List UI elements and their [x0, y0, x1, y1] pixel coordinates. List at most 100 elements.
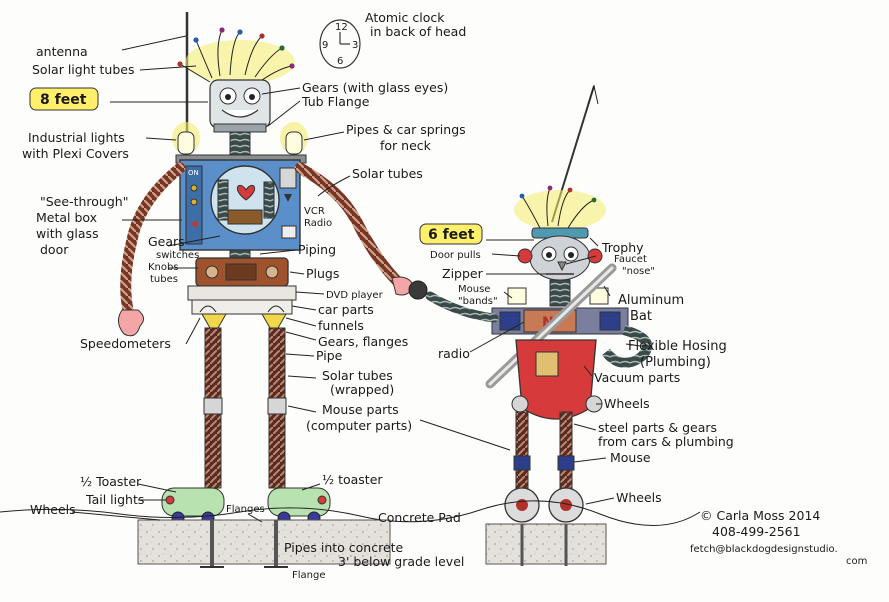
tall-right-arm	[294, 162, 404, 288]
label-see-through: "See-through"	[40, 194, 128, 209]
credit-email: fetch@blackdogdesignstudio.	[690, 544, 838, 555]
label-mouse-bands-2: "bands"	[458, 296, 498, 307]
label-door: door	[40, 242, 69, 257]
short-head-wires	[514, 185, 606, 230]
tall-neck-springs	[229, 131, 251, 157]
label-half-toaster-left: ½ Toaster	[80, 474, 142, 489]
tall-left-hand	[118, 309, 144, 337]
label-gears: Gears	[148, 234, 185, 249]
tall-smile	[221, 109, 259, 118]
label-solar-tubes-wrapped-1: Solar tubes	[322, 368, 393, 383]
concrete-pad-tall	[137, 519, 391, 565]
mouse-right	[557, 455, 575, 471]
label-pipe: Pipe	[316, 348, 343, 363]
label-faucet: Faucet	[614, 254, 647, 265]
label-industrial-lights: Industrial lights	[28, 130, 125, 145]
clock-label-line2: in back of head	[370, 24, 466, 39]
label-knobs: Knobs	[148, 262, 179, 273]
label-plugs: Plugs	[306, 266, 339, 281]
label-pipes-car-springs: Pipes & car springs	[346, 122, 466, 137]
short-left-arm	[425, 291, 499, 323]
heart-icon	[236, 185, 256, 201]
label-plexi-covers: with Plexi Covers	[22, 146, 129, 161]
speedometer-panel	[191, 299, 293, 315]
label-concrete-pad: Concrete Pad	[378, 510, 461, 525]
clock-digit-12: 12	[335, 22, 348, 33]
tub-flange	[213, 123, 267, 133]
credit-phone: 408-499-2561	[712, 524, 801, 539]
label-tub-flange: Tub Flange	[301, 94, 370, 109]
label-wheels-bottom: Wheels	[616, 490, 662, 505]
short-right-leg	[559, 411, 573, 489]
label-nose: "nose"	[622, 266, 655, 277]
label-funnels: funnels	[318, 318, 364, 333]
label-for-neck: for neck	[380, 138, 432, 153]
label-cars-plumbing: from cars & plumbing	[598, 434, 734, 449]
hip-wheel-left	[511, 395, 529, 413]
label-metal-box: Metal box	[36, 210, 97, 225]
label-trophy: Trophy	[601, 240, 644, 255]
height-tag-8-feet: 8 feet	[29, 87, 99, 111]
half-toaster-left	[161, 487, 225, 517]
label-wheels-mid: Wheels	[604, 396, 650, 411]
label-flange-bottom: Flange	[292, 570, 326, 581]
label-gears-flanges: Gears, flanges	[318, 334, 408, 349]
mouse-left	[513, 455, 531, 471]
short-left-leg	[515, 411, 529, 489]
label-steel-parts: steel parts & gears	[598, 420, 717, 435]
height-tag-6-feet: 6 feet	[419, 223, 483, 245]
label-tubes: tubes	[150, 274, 178, 285]
ground-line	[0, 500, 701, 526]
label-radio-tall: Radio	[304, 218, 332, 229]
label-gears-glass-eyes: Gears (with glass eyes)	[302, 80, 448, 95]
label-mouse: Mouse	[610, 450, 651, 465]
label-radio-short: radio	[438, 346, 470, 361]
tall-left-arm	[120, 162, 186, 316]
panel-on-label: ON	[188, 169, 199, 177]
label-aluminum: Aluminum	[618, 293, 684, 308]
tall-head-wires	[177, 27, 295, 84]
label-door-pulls: Door pulls	[430, 250, 481, 261]
label-half-toaster-right: ½ toaster	[322, 472, 383, 487]
clock-digit-3: 3	[352, 40, 358, 51]
door-pull-left	[517, 248, 533, 264]
label-car-parts: car parts	[318, 302, 374, 317]
label-computer-parts: (computer parts)	[306, 418, 412, 433]
label-below-grade: 3' below grade level	[338, 554, 464, 569]
clock-label-line1: Atomic clock	[365, 10, 445, 25]
label-solar-tubes: Solar tubes	[352, 166, 423, 181]
height-tag-6-feet-text: 6 feet	[428, 227, 475, 243]
concrete-pad-short	[485, 523, 607, 565]
tall-head	[209, 79, 271, 129]
label-zipper: Zipper	[442, 266, 484, 281]
label-pipes-into-concrete: Pipes into concrete	[284, 540, 404, 555]
tail-light-right	[317, 495, 327, 505]
label-speedometers: Speedometers	[80, 336, 171, 351]
flexible-hosing	[602, 325, 653, 368]
label-vcr: VCR	[304, 206, 325, 217]
funnel-left	[201, 313, 227, 329]
industrial-light-left	[177, 131, 195, 155]
height-tag-8-feet-text: 8 feet	[40, 92, 87, 108]
credit-email-tld: com	[846, 556, 867, 567]
label-with-glass: with glass	[36, 226, 99, 241]
label-mouse-bands-1: Mouse	[458, 284, 490, 295]
label-vacuum-parts: Vacuum parts	[594, 370, 680, 385]
credit-copyright: © Carla Moss 2014	[700, 508, 820, 523]
vcr-radio-panel	[279, 167, 297, 189]
clock-digit-6: 6	[337, 56, 343, 67]
faucet-nose	[557, 261, 567, 272]
label-switches: switches	[156, 250, 199, 261]
leader-lines	[71, 35, 641, 523]
label-wheels-left: Wheels	[30, 502, 76, 517]
label-tail-lights: Tail lights	[85, 492, 144, 507]
label-bat: Bat	[630, 309, 652, 324]
label-antenna: antenna	[36, 44, 88, 59]
label-flanges: Flanges	[226, 504, 265, 515]
label-flexible-hosing: Flexible Hosing	[628, 339, 727, 354]
label-mouse-parts: Mouse parts	[322, 402, 399, 417]
label-solar-tubes-wrapped-2: (wrapped)	[330, 382, 394, 397]
tall-robot: ON	[118, 12, 415, 525]
